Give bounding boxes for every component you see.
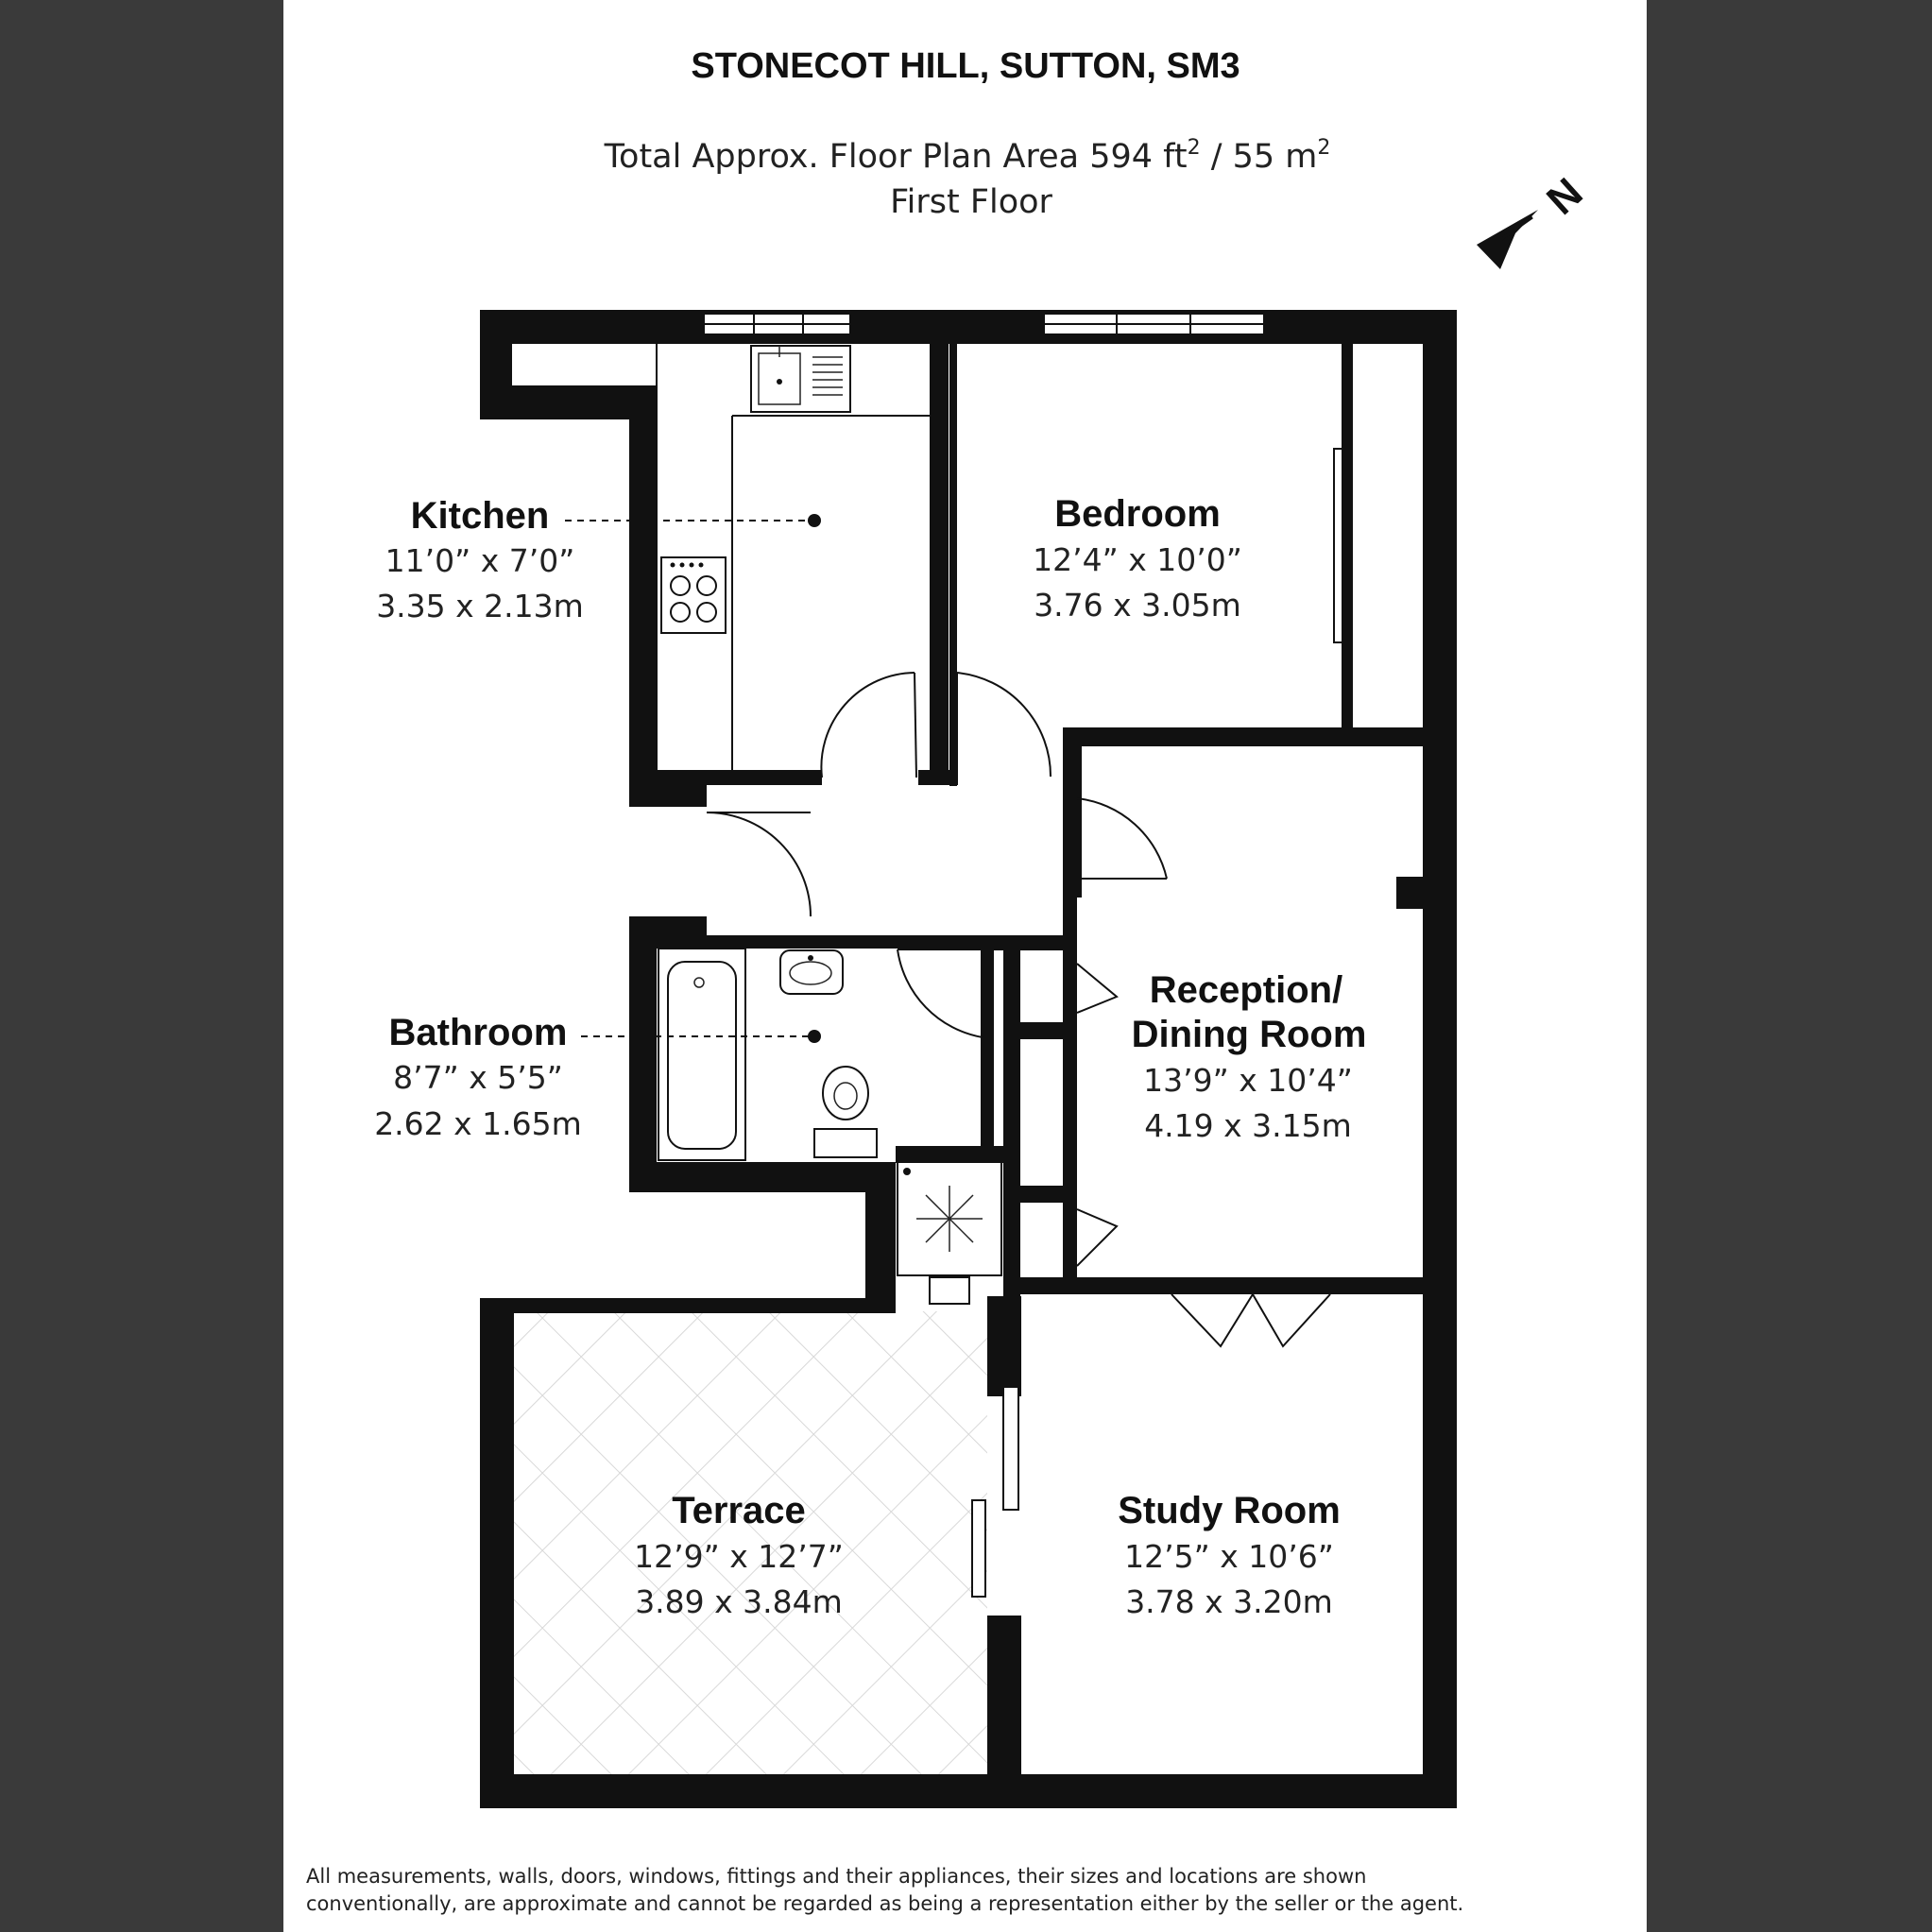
shower-icon [897,1161,1002,1276]
washbasin-icon [779,949,844,995]
terrace-tiles [493,1311,987,1800]
bedroom-metric: 3.76 x 3.05m [1034,587,1241,624]
bathroom-metric: 2.62 x 1.65m [374,1105,582,1142]
bedroom-name: Bedroom [1054,493,1221,535]
reception-label: Reception/ Dining Room 13’9” x 10’4” 4.1… [1132,969,1367,1144]
windows [703,313,1346,1598]
disclaimer-line1: All measurements, walls, doors, windows,… [306,1865,1366,1888]
study-imperial: 12’5” x 10’6” [1124,1538,1334,1575]
floor-label: First Floor [890,183,1052,221]
sink-icon [750,345,851,413]
disclaimer-line2: conventionally, are approximate and cann… [306,1892,1463,1915]
terrace-imperial: 12’9” x 12’7” [634,1538,844,1575]
study-metric: 3.78 x 3.20m [1125,1583,1333,1620]
bathroom-label: Bathroom 8’7” x 5’5” 2.62 x 1.65m [374,1012,582,1142]
total-area-text: Total Approx. Floor Plan Area 594 ft2 / … [604,136,1331,176]
study-label: Study Room 12’5” x 10’6” 3.78 x 3.20m [1118,1490,1341,1620]
kitchen-imperial: 11’0” x 7’0” [385,542,575,579]
reception-name-line1: Reception/ [1150,969,1342,1011]
kitchen-label: Kitchen 11’0” x 7’0” 3.35 x 2.13m [376,495,584,624]
interior-walls [657,340,1431,1298]
bathroom-leader-dot [808,1030,821,1043]
kitchen-name: Kitchen [411,495,550,537]
bedroom-imperial: 12’4” x 10’0” [1033,541,1242,578]
bathtub-icon [658,948,746,1161]
plan-title: STONECOT HILL, SUTTON, SM3 [691,46,1240,86]
doors [706,672,1331,1348]
reception-metric: 4.19 x 3.15m [1144,1107,1352,1144]
terrace-metric: 3.89 x 3.84m [635,1583,843,1620]
terrace-label: Terrace 12’9” x 12’7” 3.89 x 3.84m [634,1490,844,1620]
north-arrow-icon: N [1477,169,1592,269]
hob-icon [660,556,727,634]
bedroom-label: Bedroom 12’4” x 10’0” 3.76 x 3.05m [1033,493,1242,624]
reception-imperial: 13’9” x 10’4” [1143,1062,1353,1099]
area-superscript: 2 [1317,136,1330,160]
terrace-name: Terrace [672,1490,806,1531]
area-prefix: Total Approx. Floor Plan Area 594 ft [604,138,1188,176]
north-label: N [1538,169,1591,224]
exterior-walls [480,310,1457,1808]
bathroom-imperial: 8’7” x 5’5” [393,1059,563,1096]
kitchen-worktop [656,342,931,775]
toilet-icon [813,1066,878,1158]
kitchen-metric: 3.35 x 2.13m [376,588,584,624]
area-superscript: 2 [1188,136,1201,160]
study-name: Study Room [1118,1490,1341,1531]
reception-name-line2: Dining Room [1132,1014,1367,1055]
bathroom-name: Bathroom [389,1012,568,1053]
area-mid: / 55 m [1201,138,1318,176]
kitchen-leader-dot [808,514,821,527]
